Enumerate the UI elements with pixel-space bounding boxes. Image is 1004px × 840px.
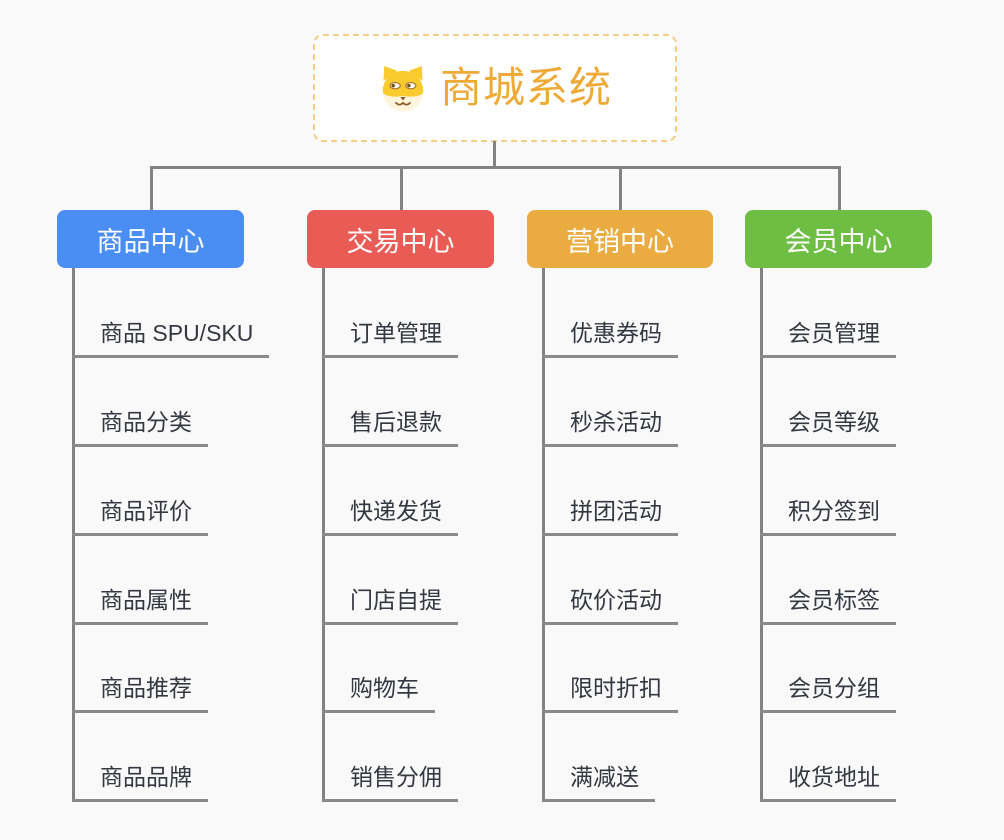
leaf-topic[interactable]: 订单管理 (322, 316, 458, 358)
leaf-topic[interactable]: 商品品牌 (72, 760, 208, 802)
leaf-topic[interactable]: 购物车 (322, 671, 435, 713)
leaf-topic[interactable]: 优惠券码 (542, 316, 678, 358)
leaf-topic[interactable]: 商品分类 (72, 405, 208, 447)
leaf-topic[interactable]: 砍价活动 (542, 583, 678, 625)
connector-drop (150, 166, 153, 211)
leaf-topic[interactable]: 限时折扣 (542, 671, 678, 713)
leaf-topic[interactable]: 积分签到 (760, 494, 896, 536)
leaf-topic[interactable]: 会员标签 (760, 583, 896, 625)
connector-drop (619, 166, 622, 211)
root-topic-title: 商城系统 (439, 64, 612, 111)
branch-topic-product-center[interactable]: 商品中心 (57, 210, 244, 268)
leaf-topic[interactable]: 售后退款 (322, 405, 458, 447)
leaf-topic[interactable]: 商品评价 (72, 494, 208, 536)
leaf-topic[interactable]: 满减送 (542, 760, 655, 802)
leaf-topic[interactable]: 快递发货 (322, 494, 458, 536)
leaf-topic[interactable]: 会员分组 (760, 671, 896, 713)
connector-drop (400, 166, 403, 211)
leaf-topic[interactable]: 会员管理 (760, 316, 896, 358)
connector-bus (150, 166, 841, 169)
leaf-topic[interactable]: 销售分佣 (322, 760, 458, 802)
branch-topic-member-center[interactable]: 会员中心 (745, 210, 932, 268)
branch-topic-marketing-center[interactable]: 营销中心 (527, 210, 713, 268)
leaf-topic[interactable]: 门店自提 (322, 583, 458, 625)
connector-root-stem (493, 141, 496, 169)
leaf-topic[interactable]: 收货地址 (760, 760, 896, 802)
leaf-topic[interactable]: 秒杀活动 (542, 405, 678, 447)
leaf-topic[interactable]: 会员等级 (760, 405, 896, 447)
leaf-topic[interactable]: 商品 SPU/SKU (72, 316, 270, 358)
branch-topic-trade-center[interactable]: 交易中心 (307, 210, 494, 268)
dog-face-icon (378, 63, 428, 113)
connector-drop (838, 166, 841, 211)
leaf-topic[interactable]: 商品推荐 (72, 671, 208, 713)
leaf-topic[interactable]: 商品属性 (72, 583, 208, 625)
root-topic-mall-system[interactable]: 商城系统 (313, 34, 677, 142)
leaf-topic[interactable]: 拼团活动 (542, 494, 678, 536)
